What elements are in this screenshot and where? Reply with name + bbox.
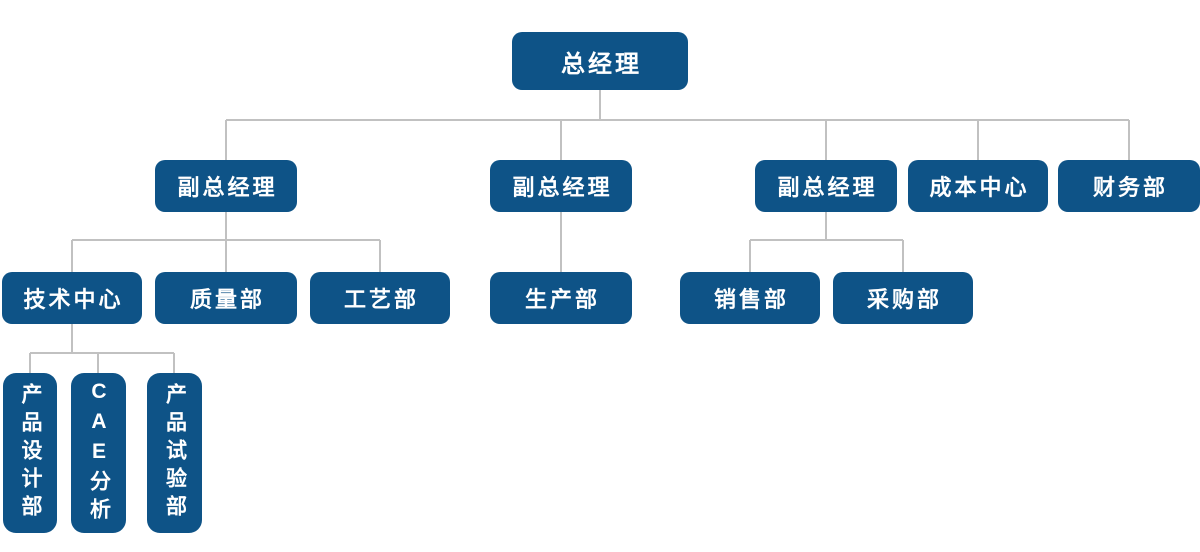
org-node-product-test-dept: 产品试验部 [147, 373, 202, 533]
org-node-general-manager: 总经理 [512, 32, 688, 90]
org-node-deputy-gm-3: 副总经理 [755, 160, 897, 212]
org-node-sales-dept: 销售部 [680, 272, 820, 324]
org-node-product-design-dept: 产品设计部 [3, 373, 57, 533]
org-node-deputy-gm-2: 副总经理 [490, 160, 632, 212]
org-node-deputy-gm-1: 副总经理 [155, 160, 297, 212]
org-node-cae-analysis: CAE分析 [71, 373, 126, 533]
org-node-purchasing-dept: 采购部 [833, 272, 973, 324]
org-node-process-dept: 工艺部 [310, 272, 450, 324]
org-node-quality-dept: 质量部 [155, 272, 297, 324]
org-node-finance-dept: 财务部 [1058, 160, 1200, 212]
org-node-production-dept: 生产部 [490, 272, 632, 324]
org-node-cost-center: 成本中心 [908, 160, 1048, 212]
org-node-tech-center: 技术中心 [2, 272, 142, 324]
